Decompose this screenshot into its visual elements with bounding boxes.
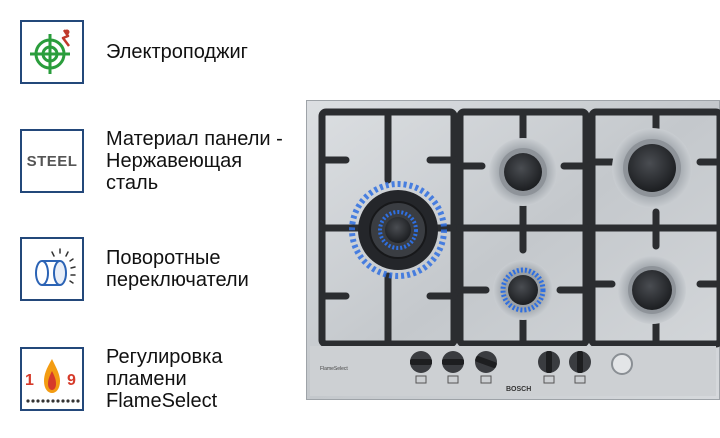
feature-label: Материал панели - Нержавеющая сталь: [106, 128, 283, 194]
burner-top-right: [612, 128, 692, 208]
control-knob: [442, 351, 464, 384]
feature-label: Регулировка пламени FlameSelect: [106, 346, 223, 412]
electric-ignition-icon: [30, 29, 70, 74]
feature-label: Поворотные переключатели: [106, 247, 249, 291]
control-knob: [410, 351, 432, 384]
brand-logo: BOSCH: [506, 386, 531, 393]
feature-electric-ignition: Электроподжиг: [20, 20, 248, 84]
flame-select-icon-box: 1 9: [20, 347, 84, 411]
control-knob: [569, 351, 591, 384]
control-knob: [475, 351, 497, 384]
control-strip: [310, 346, 716, 396]
product-logo: FlameSelect: [320, 366, 348, 372]
feature-flame-select: 1 9 Регулировка пламени FlameSelect: [20, 346, 222, 412]
flame-select-icon: 1 9: [25, 359, 80, 403]
ignition-button: [611, 353, 633, 375]
rotary-knob-icon: [35, 248, 76, 286]
burner-bottom-middle: [493, 260, 553, 320]
burner-top-middle: [489, 138, 557, 206]
feature-label: Электроподжиг: [106, 41, 248, 63]
gas-hob-image: FlameSelect BOSCH: [306, 100, 720, 400]
wok-burner: [349, 181, 447, 279]
steel-icon-text: STEEL: [26, 152, 78, 170]
feature-rotary-knobs: Поворотные переключатели: [20, 237, 249, 301]
flame-level-max: 9: [67, 372, 76, 389]
control-knobs: [410, 351, 633, 384]
pan-supports: [318, 108, 720, 348]
electric-ignition-icon-box: [20, 20, 84, 84]
rotary-knob-icon-box: [20, 237, 84, 301]
flame-level-min: 1: [25, 372, 34, 389]
control-knob: [538, 351, 560, 384]
burner-bottom-right: [618, 256, 686, 324]
steel-material-icon: STEEL: [20, 129, 84, 193]
feature-steel-material: STEEL Материал панели - Нержавеющая стал…: [20, 128, 283, 194]
